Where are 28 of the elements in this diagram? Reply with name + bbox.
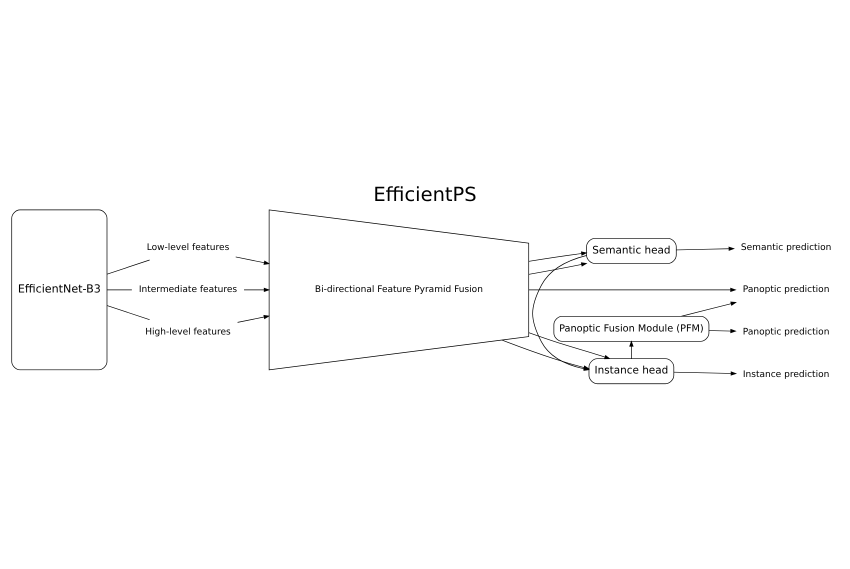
arrow bbox=[681, 301, 737, 316]
arrow bbox=[676, 246, 735, 250]
node-box: EfficientNet-B3 bbox=[11, 209, 108, 370]
node-text: Semantic prediction bbox=[740, 242, 832, 252]
node-text: Low-level features bbox=[146, 242, 230, 252]
connector bbox=[106, 259, 150, 274]
arrow bbox=[528, 250, 588, 262]
arrow bbox=[528, 287, 737, 292]
arrow bbox=[708, 328, 737, 333]
arrow bbox=[528, 262, 588, 274]
diagram-title: EfficientPS bbox=[373, 182, 477, 206]
node-text: High-level features bbox=[145, 327, 231, 338]
arrow bbox=[244, 287, 270, 292]
arrow bbox=[674, 370, 738, 376]
node-text: Panoptic prediction bbox=[742, 284, 830, 295]
node-text: Instance prediction bbox=[742, 370, 830, 380]
node-box: Instance head bbox=[588, 358, 674, 384]
connector bbox=[106, 289, 132, 290]
arrow bbox=[235, 256, 270, 264]
connector bbox=[106, 304, 150, 320]
node-text: Panoptic prediction bbox=[742, 327, 830, 338]
arrow bbox=[528, 332, 611, 359]
node-text: Intermediate features bbox=[138, 284, 238, 295]
node-box: Bi-directional Feature Pyramid Fusion bbox=[268, 209, 530, 370]
arrow bbox=[629, 340, 634, 358]
arrow bbox=[237, 314, 270, 322]
node-box: Semantic head bbox=[586, 238, 677, 264]
node-box: Panoptic Fusion Module (PFM) bbox=[554, 315, 710, 342]
